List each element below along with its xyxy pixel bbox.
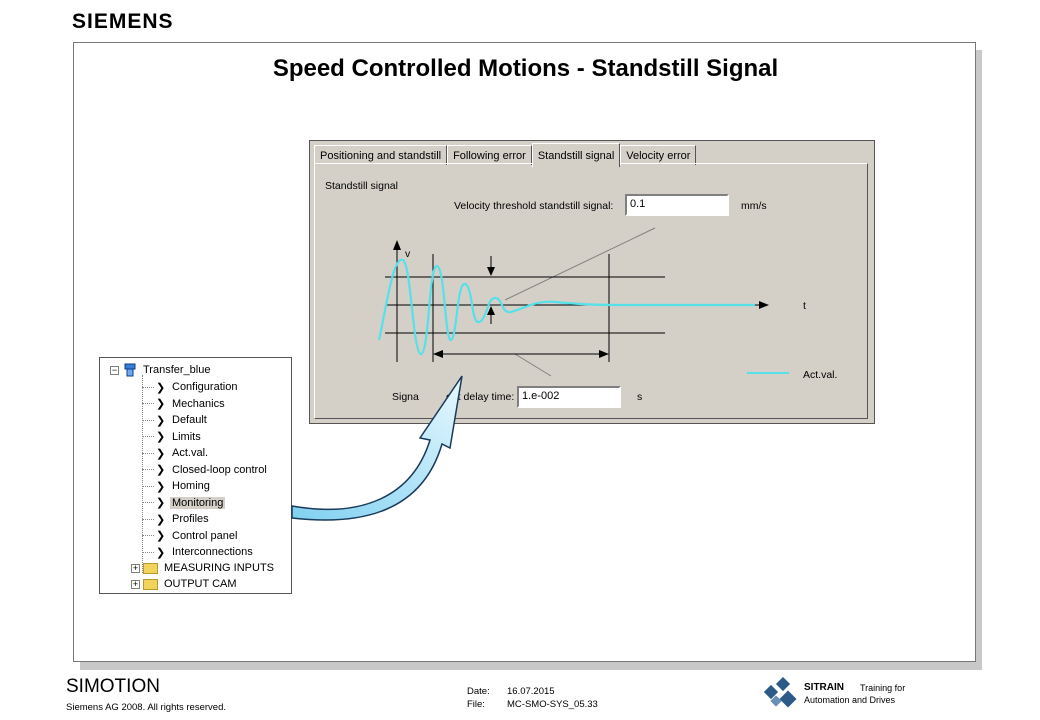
tree-item-monitoring[interactable]: ❯ Monitoring [142, 495, 226, 511]
tree-root[interactable]: − Transfer_blue [110, 362, 212, 378]
tree-item-label: Homing [172, 480, 210, 492]
velocity-threshold-input[interactable]: 0.1 [625, 194, 729, 216]
tab-velocity-error[interactable]: Velocity error [620, 145, 697, 165]
footer-training-for: Training for [860, 683, 906, 693]
collapse-icon[interactable]: − [110, 364, 119, 375]
folder-icon [143, 578, 158, 590]
legend-actval: Act.val. [803, 369, 838, 381]
tab-standstill-signal[interactable]: Standstill signal [531, 143, 621, 167]
tree-item[interactable]: ❯ Interconnections [142, 544, 255, 560]
sitrain-logo-icon [764, 677, 797, 708]
tree-item[interactable]: ❯ Act.val. [142, 445, 210, 461]
siemens-logo: SIEMENS [72, 10, 174, 33]
chevron-right-icon: ❯ [156, 497, 166, 509]
velocity-unit: mm/s [741, 200, 767, 212]
delay-time-input[interactable]: 1.e-002 [517, 386, 621, 408]
delay-label-left: Signa [392, 391, 419, 403]
footer-copyright: Siemens AG 2008. All rights reserved. [66, 702, 226, 713]
tree-item[interactable]: ❯ Configuration [142, 379, 239, 395]
standstill-diagram [377, 227, 789, 377]
standstill-signal-panel: Standstill signal Velocity threshold sta… [314, 163, 868, 419]
tree-item-label: Limits [172, 430, 201, 443]
tree-item-label: Default [172, 414, 207, 426]
tree-item-label: Mechanics [172, 397, 225, 410]
tree-item-label: Control panel [172, 529, 238, 542]
footer-date-label: Date: [467, 686, 490, 697]
tree-folder-measuring-inputs[interactable]: + MEASURING INPUTS [131, 560, 276, 576]
chevron-right-icon: ❯ [156, 447, 166, 460]
footer-file-value: MC-SMO-SYS_05.33 [507, 699, 598, 710]
velocity-threshold-label: Velocity threshold standstill signal: [454, 200, 614, 212]
chevron-right-icon: ❯ [156, 464, 166, 476]
axis-v-label: v [405, 248, 411, 260]
chevron-right-icon: ❯ [156, 530, 166, 542]
tree-item[interactable]: ❯ Homing [142, 478, 212, 494]
chevron-right-icon: ❯ [156, 431, 166, 443]
tree-item[interactable]: ❯ Mechanics [142, 396, 227, 412]
tree-folder-label: MEASURING INPUTS [164, 562, 275, 574]
tree-folder-output-cam[interactable]: + OUTPUT CAM [131, 576, 239, 592]
section-label: Standstill signal [325, 180, 398, 192]
footer-date-value: 16.07.2015 [507, 686, 555, 697]
axis-config-dialog: Positioning and standstill Following err… [309, 140, 875, 424]
tree-item-label: Monitoring [170, 496, 226, 509]
tab-positioning-standstill[interactable]: Positioning and standstill [314, 145, 448, 165]
tree-item[interactable]: ❯ Default [142, 412, 209, 428]
tab-strip: Positioning and standstill Following err… [314, 143, 697, 167]
chevron-right-icon: ❯ [156, 513, 166, 526]
tree-item[interactable]: ❯ Profiles [142, 511, 211, 527]
chevron-right-icon: ❯ [156, 414, 166, 427]
chevron-right-icon: ❯ [156, 381, 166, 394]
tree-item-label: Profiles [172, 513, 209, 525]
delay-unit: s [637, 391, 643, 403]
tree-item[interactable]: ❯ Limits [142, 429, 203, 445]
tree-connector [142, 375, 143, 573]
slide-title: Speed Controlled Motions - Standstill Si… [272, 55, 779, 82]
footer-file-label: File: [467, 699, 485, 710]
tree-item[interactable]: ❯ Closed-loop control [142, 462, 269, 478]
axis-t-label: t [803, 300, 806, 312]
expand-icon[interactable]: + [131, 562, 140, 573]
chevron-right-icon: ❯ [156, 480, 166, 493]
tree-root-label: Transfer_blue [143, 364, 211, 376]
tree-item[interactable]: ❯ Control panel [142, 528, 239, 544]
chevron-right-icon: ❯ [156, 398, 166, 410]
delay-label-right: out delay time: [446, 391, 515, 403]
chevron-right-icon: ❯ [156, 546, 166, 559]
footer-automation: Automation and Drives [804, 695, 896, 705]
tree-item-label: Act.val. [172, 447, 209, 459]
folder-icon [143, 562, 158, 574]
tree-item-label: Interconnections [172, 546, 253, 558]
tab-following-error[interactable]: Following error [447, 145, 532, 165]
expand-icon[interactable]: + [131, 578, 140, 589]
tree-item-label: Configuration [172, 381, 238, 393]
tree-folder-label: OUTPUT CAM [164, 578, 237, 590]
footer-sitrain: SITRAIN [804, 682, 844, 693]
project-tree: − Transfer_blue ❯ Configuration ❯ Mechanic… [99, 357, 292, 594]
footer-product: SIMOTION [66, 676, 160, 697]
tree-item-label: Closed-loop control [172, 463, 267, 476]
axis-icon [124, 363, 136, 377]
